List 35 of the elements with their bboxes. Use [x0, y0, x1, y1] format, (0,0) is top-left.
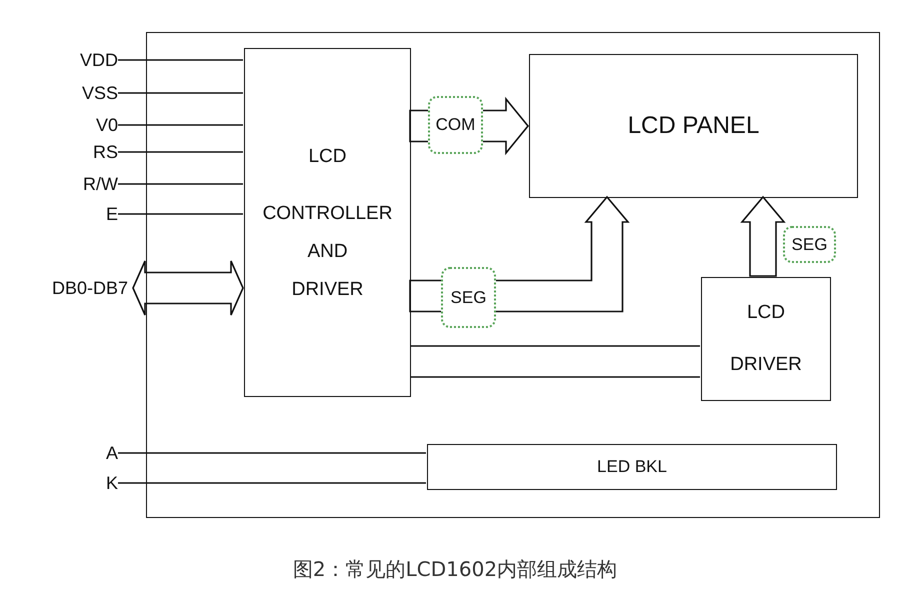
signal-line: [118, 213, 243, 215]
bus-arrow: [740, 196, 786, 277]
signal-line: [118, 92, 243, 94]
edge-label: SEG: [783, 226, 836, 263]
block-box: [244, 48, 411, 397]
signal-line: [118, 151, 243, 153]
pin-label: A: [78, 442, 118, 464]
block-label: LED BKL: [596, 457, 668, 477]
edge-label: SEG: [441, 267, 496, 328]
pin-label: RS: [58, 141, 118, 163]
block-box: [427, 444, 837, 490]
block-label: LCD DRIVER: [729, 301, 803, 377]
figure-caption: 图2：常见的LCD1602内部组成结构: [292, 556, 618, 583]
pin-label: VDD: [58, 49, 118, 71]
pin-label: E: [58, 203, 118, 225]
signal-line: [410, 345, 700, 347]
edge-label: COM: [428, 96, 483, 154]
signal-line: [118, 482, 426, 484]
pin-label: DB0-DB7: [36, 277, 128, 299]
pin-label: V0: [58, 114, 118, 136]
block-label: LCD PANEL: [626, 112, 760, 140]
block-box: [529, 54, 858, 198]
block-label: CONTROLLER AND DRIVER: [262, 202, 394, 302]
block-label: LCD: [307, 144, 348, 168]
pin-label: K: [78, 472, 118, 494]
bus-arrow: [132, 260, 244, 316]
pin-label: R/W: [58, 173, 118, 195]
signal-line: [118, 452, 426, 454]
signal-line: [118, 183, 243, 185]
signal-line: [118, 59, 243, 61]
signal-line: [118, 124, 243, 126]
module-outline: [146, 32, 880, 518]
signal-line: [410, 376, 700, 378]
block-box: [701, 277, 831, 401]
pin-label: VSS: [58, 82, 118, 104]
